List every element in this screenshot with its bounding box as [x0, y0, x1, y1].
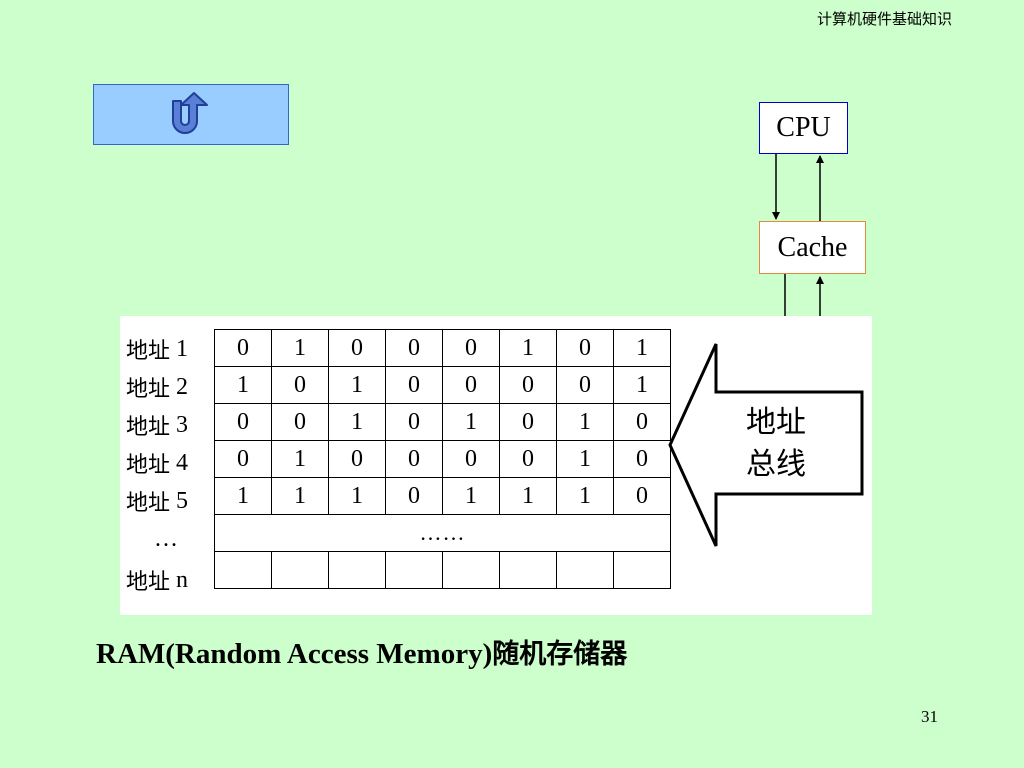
address-label-ellipsis: …	[154, 525, 178, 552]
empty-cell	[442, 551, 500, 589]
bit-cell: 1	[328, 366, 386, 404]
bit-cell: 0	[214, 403, 272, 441]
address-bus-arrow	[668, 343, 864, 547]
bit-cell: 0	[613, 403, 671, 441]
bit-cell: 0	[499, 366, 557, 404]
bit-cell: 0	[499, 403, 557, 441]
empty-cell	[214, 551, 272, 589]
bit-cell: 0	[328, 440, 386, 478]
ellipsis-cell: ……	[214, 514, 671, 552]
empty-cell	[271, 551, 329, 589]
memory-table: 0 1 0 0 0 1 0 1 1 0 1 0 0 0 0 1 0 0 1 0 …	[214, 329, 671, 589]
cache-label: Cache	[777, 231, 848, 263]
empty-cell	[499, 551, 557, 589]
empty-cell	[328, 551, 386, 589]
bit-cell: 0	[613, 440, 671, 478]
bit-cell: 1	[556, 477, 614, 515]
slide-header-title: 计算机硬件基础知识	[816, 10, 952, 28]
bit-cell: 0	[214, 329, 272, 367]
bit-cell: 0	[271, 403, 329, 441]
back-button[interactable]	[93, 84, 289, 145]
bit-cell: 0	[214, 440, 272, 478]
table-row: 0 1 0 0 0 1 0 1	[214, 329, 671, 367]
table-row: 1 1 1 0 1 1 1 0	[214, 477, 671, 515]
bit-cell: 0	[385, 366, 443, 404]
empty-cell	[556, 551, 614, 589]
bit-cell: 1	[499, 329, 557, 367]
bit-cell: 1	[214, 366, 272, 404]
bit-cell: 1	[328, 403, 386, 441]
u-turn-arrow-icon	[172, 92, 208, 134]
table-row: 0 1 0 0 0 0 1 0	[214, 440, 671, 478]
table-row-last	[214, 551, 671, 589]
bit-cell: 0	[385, 477, 443, 515]
bit-cell: 1	[328, 477, 386, 515]
bit-cell: 1	[214, 477, 272, 515]
bit-cell: 1	[613, 366, 671, 404]
bit-cell: 1	[271, 440, 329, 478]
bit-cell: 0	[271, 366, 329, 404]
bit-cell: 0	[442, 366, 500, 404]
bit-cell: 0	[385, 403, 443, 441]
table-row: 0 0 1 0 1 0 1 0	[214, 403, 671, 441]
bit-cell: 0	[385, 440, 443, 478]
cpu-label: CPU	[776, 112, 831, 143]
bit-cell: 1	[442, 403, 500, 441]
bit-cell: 0	[442, 329, 500, 367]
bit-cell: 0	[328, 329, 386, 367]
bit-cell: 1	[442, 477, 500, 515]
bit-cell: 1	[271, 477, 329, 515]
address-bus-label: 地址 总线	[746, 405, 806, 482]
table-row-ellipsis: ……	[214, 514, 671, 552]
cache-box: Cache	[759, 221, 866, 274]
bit-cell: 0	[442, 440, 500, 478]
bit-cell: 1	[499, 477, 557, 515]
bit-cell: 0	[613, 477, 671, 515]
bit-cell: 1	[556, 403, 614, 441]
bit-cell: 0	[499, 440, 557, 478]
empty-cell	[613, 551, 671, 589]
slide-caption: RAM(Random Access Memory)随机存储器	[96, 638, 628, 670]
empty-cell	[385, 551, 443, 589]
bit-cell: 0	[556, 366, 614, 404]
bit-cell: 1	[271, 329, 329, 367]
bit-cell: 0	[556, 329, 614, 367]
page-number: 31	[921, 707, 938, 726]
bit-cell: 1	[556, 440, 614, 478]
cpu-box: CPU	[759, 102, 848, 154]
table-row: 1 0 1 0 0 0 0 1	[214, 366, 671, 404]
bit-cell: 0	[385, 329, 443, 367]
